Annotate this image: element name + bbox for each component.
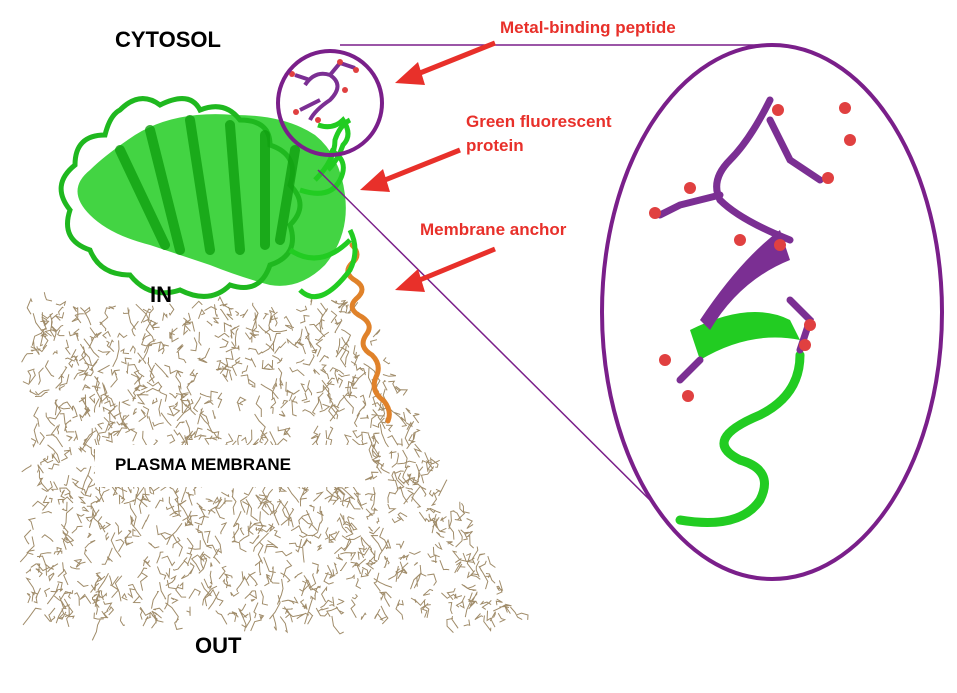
arrow-to-gfp [360, 147, 461, 192]
arrow-to-peptide [395, 40, 496, 85]
metal-binding-peptide-zoomed [649, 96, 856, 527]
metal-binding-peptide-small [289, 59, 359, 172]
membrane-anchor-label: Membrane anchor [420, 220, 567, 239]
annotation-arrows [360, 40, 496, 292]
zoom-ellipse [600, 43, 944, 581]
lipid-bilayer [19, 292, 529, 641]
plasma-membrane-label-box: PLASMA MEMBRANE [95, 445, 365, 487]
gfp-label-line1: Green fluorescent [466, 112, 612, 131]
cytosol-label: CYTOSOL [115, 27, 221, 52]
green-fluorescent-protein [58, 96, 358, 300]
gfp-label-line2: protein [466, 136, 524, 155]
plasma-membrane-label: PLASMA MEMBRANE [115, 455, 291, 474]
metal-binding-peptide-label: Metal-binding peptide [500, 18, 676, 37]
zoom-callout [276, 43, 944, 581]
arrow-to-anchor [395, 246, 496, 292]
out-label: OUT [195, 633, 242, 658]
in-label: IN [150, 282, 172, 307]
lipid-chains [19, 292, 529, 641]
zoom-source-circle [276, 49, 384, 157]
